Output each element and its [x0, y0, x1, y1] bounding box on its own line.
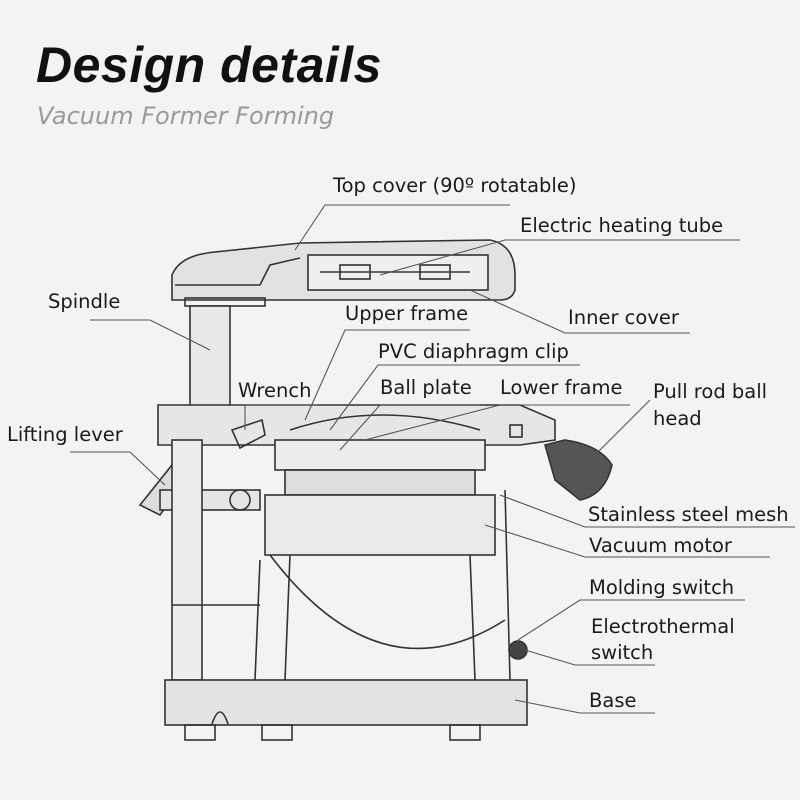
leader-lines [70, 204, 795, 714]
pvc-clip [284, 469, 476, 496]
upper-frame [157, 404, 556, 446]
ball-plate [289, 414, 481, 431]
label-lower-frame: Lower frame [500, 376, 623, 399]
label-base: Base [589, 689, 637, 712]
label-heating-tube: Electric heating tube [520, 214, 724, 237]
label-inner-cover: Inner cover [568, 306, 679, 329]
lower-frame [274, 439, 486, 471]
page-title: Design details [36, 37, 382, 93]
label-electrothermal-2: switch [591, 641, 654, 664]
vacuum-chamber [264, 494, 496, 556]
label-pull-rod-1: Pull rod ball [653, 380, 768, 403]
label-molding-switch: Molding switch [589, 576, 735, 599]
page-subtitle: Vacuum Former Forming [37, 102, 335, 130]
electrothermal-switch-knob [508, 640, 528, 660]
label-pvc-clip: PVC diaphragm clip [378, 340, 569, 363]
label-spindle: Spindle [48, 290, 121, 313]
wrench [230, 418, 266, 450]
label-wrench: Wrench [238, 379, 312, 402]
label-steel-mesh: Stainless steel mesh [588, 503, 789, 526]
label-upper-frame: Upper frame [345, 302, 469, 325]
label-pull-rod-2: head [653, 407, 702, 430]
base [164, 679, 528, 726]
label-electrothermal-1: Electrothermal [591, 615, 735, 638]
label-ball-plate: Ball plate [380, 376, 472, 399]
spindle [189, 305, 231, 417]
label-top-cover: Top cover (90º rotatable) [333, 174, 577, 197]
pull-rod-ball-head [544, 439, 613, 501]
label-lifting-lever: Lifting lever [7, 423, 123, 446]
body [171, 439, 203, 681]
label-vacuum-motor: Vacuum motor [589, 534, 732, 557]
